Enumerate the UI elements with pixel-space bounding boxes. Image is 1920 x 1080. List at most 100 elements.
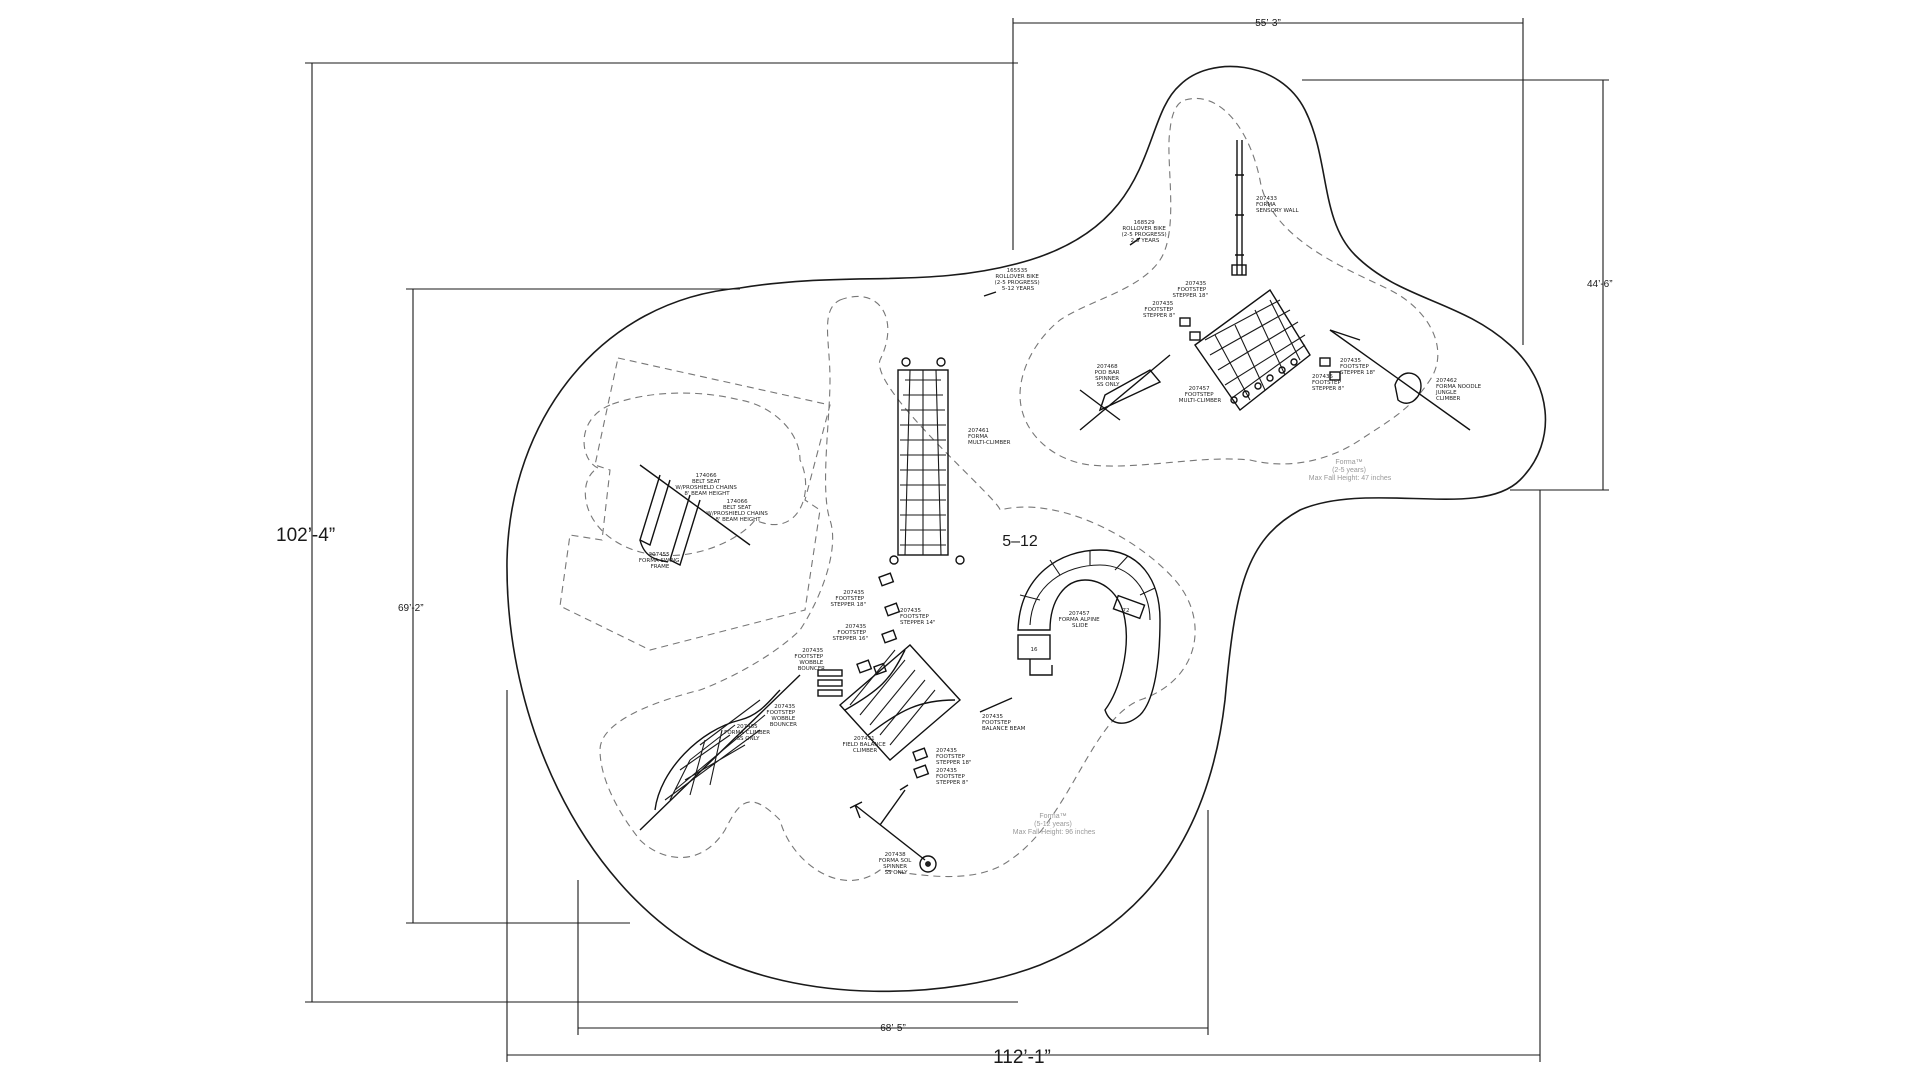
stepper-b-label-1: 207435 (900, 608, 921, 614)
multi-climber-2-5-label-1: 207457 (1189, 386, 1210, 392)
multi-climber-2-5-label-3: MULTI-CLIMBER (1179, 398, 1222, 404)
svg-text:207465 FORMA CLIMBER: 207465 FORMA CLIMBER SS ONLY (724, 724, 772, 742)
belt-swing-set (639, 464, 751, 566)
dim-right-depth: 44’-6” (1587, 279, 1613, 290)
stepper-c-label-1: 207435 (845, 624, 866, 630)
svg-text:207435 FOOTSTEP ST: 207435 FOOTSTEP STEPPER 18" (1340, 358, 1376, 376)
rollover-rail (983, 237, 1141, 297)
wobble-bouncer-2-label-1: 207435 (774, 704, 795, 710)
belt-swing-label-2: BELT SEAT (692, 479, 721, 485)
field-balance-climber (838, 644, 962, 761)
stepper-b-label-3: STEPPER 14" (900, 620, 936, 626)
wobble-bouncer-label-2: FOOTSTEP (794, 654, 824, 660)
step-2-5-d-label-1: 207435 (1312, 374, 1333, 380)
sensory-wall-label-2: FORMA (1256, 202, 1276, 208)
svg-text:207435 FOOTSTEP WO: 207435 FOOTSTEP WOBBLE BOUNCER (794, 648, 825, 672)
wobble-bouncer-2-label-2: FOOTSTEP (766, 710, 796, 716)
spinner-label-2: FORMA SOL (879, 858, 912, 864)
svg-text:207435 FOOTSTEP WO: 207435 FOOTSTEP WOBBLE BOUNCER (766, 704, 797, 728)
svg-text:207435 FOOTSTEP ST: 207435 FOOTSTEP STEPPER 18" (830, 590, 866, 608)
stepper-a-label-2: FOOTSTEP (835, 596, 865, 602)
svg-text:207435 FOOTSTEP ST: 207435 FOOTSTEP STEPPER 16" (832, 624, 868, 642)
pod-bar-label-4: SS ONLY (1097, 382, 1121, 388)
svg-text:207438 FORMA SOL S: 207438 FORMA SOL SPINNER SS ONLY (879, 852, 913, 876)
dim-overall-depth: 102’-4” (276, 525, 335, 546)
svg-text:207461 FORMA MULTI: 207461 FORMA MULTI-CLIMBER (968, 428, 1011, 446)
balance-beam (979, 697, 1013, 713)
rollover-rail-2-label-2: ROLLOVER BIKE (1122, 226, 1166, 232)
zone-2-5-line3: Max Fall Height: 47 inches (1309, 475, 1392, 482)
field-balance-label-2: FIELD BALANCE (843, 742, 887, 748)
rollover-rail-label-3: (2-5 PROGRESS) (995, 280, 1040, 286)
rollover-rail-2-label-1: 168529 (1134, 220, 1155, 226)
svg-text:207435 FOOTSTEP ST: 207435 FOOTSTEP STEPPER 8" (1143, 301, 1175, 319)
swing-frame-label-3: FRAME (651, 564, 670, 570)
slide-label-3: SLIDE (1072, 623, 1088, 629)
svg-text:174066 BELT SEAT W: 174066 BELT SEAT W/PROSHIELD CHAINS 8' B… (675, 473, 738, 497)
sensory-wall-label-1: 207433 (1256, 196, 1277, 202)
balance-beam-label-2: FOOTSTEP (982, 720, 1012, 726)
stepper-a-label-1: 207435 (843, 590, 864, 596)
step-2-5-b-label-1: 207435 (1152, 301, 1173, 307)
svg-text:207455 FORMA SWING: 207455 FORMA SWING FRAME (639, 552, 681, 570)
jungle-climber-label-4: CLIMBER (1436, 396, 1461, 402)
jungle-climber-label-2: FORMA NOODLE (1436, 384, 1482, 390)
pod-bar-label-3: SPINNER (1095, 376, 1119, 382)
step-2-5-c-label-1: 207435 (1340, 358, 1361, 364)
pod-bar-label-1: 207468 (1097, 364, 1118, 370)
belt-swing-2-label-1: 174066 (727, 499, 748, 505)
stepper-d-label-1: 207435 (936, 748, 957, 754)
zone-5-12-caption: Forma™ (5-12 years) Max Fall Height: 96 … (1013, 813, 1096, 836)
jungle-climber-label-1: 207462 (1436, 378, 1457, 384)
belt-swing-2-label-3: W/PROSHIELD CHAINS (706, 511, 768, 517)
balance-beam-label-1: 207435 (982, 714, 1003, 720)
surface-outline (506, 65, 1547, 993)
field-balance-label-3: CLIMBER (853, 748, 878, 754)
slide-number-bottom: 16 (1031, 647, 1038, 653)
spinner-label-1: 207438 (885, 852, 906, 858)
forma-climber-label-1: 207465 (737, 724, 758, 730)
rollover-rail-label-2: ROLLOVER BIKE (995, 274, 1039, 280)
belt-swing-2-label-4: 8' BEAM HEIGHT (715, 517, 761, 523)
zone-5-12-line3: Max Fall Height: 96 inches (1013, 829, 1096, 836)
balance-beam-label-3: BALANCE BEAM (982, 726, 1026, 732)
svg-text:207435 FOOTSTEP ST: 207435 FOOTSTEP STEPPER 8" (936, 768, 968, 786)
sensory-wall-label-3: SENSORY WALL (1256, 208, 1299, 214)
forma-climber (639, 674, 801, 831)
svg-text:207457 FORMA ALPINE: 207457 FORMA ALPINE SLIDE (1059, 611, 1102, 629)
equipment-labels: 174066 BELT SEAT W/PROSHIELD CHAINS 8' B… (639, 196, 1482, 876)
svg-text:207435 FOOTSTEP BA: 207435 FOOTSTEP BALANCE BEAM (982, 714, 1026, 732)
stepper-d-label-3: STEPPER 18" (936, 760, 972, 766)
stepper-c-label-3: STEPPER 16" (832, 636, 868, 642)
forma-climber-label-3: SS ONLY (737, 736, 761, 742)
dim-overall-width: 112’-1” (993, 1047, 1051, 1068)
svg-text:174066 BELT SEAT W: 174066 BELT SEAT W/PROSHIELD CHAINS 8' B… (706, 499, 769, 523)
step-2-5-b-label-3: STEPPER 8" (1143, 313, 1175, 319)
forma-climber-label-2: FORMA CLIMBER (724, 730, 770, 736)
slide-label-2: FORMA ALPINE (1059, 617, 1100, 623)
sensory-wall (1231, 140, 1247, 276)
wobble-bouncers (817, 669, 843, 697)
rollover-rail-label-1: 165535 (1007, 268, 1028, 274)
spinner-label-3: SPINNER (883, 864, 907, 870)
pod-bar-spinner (1079, 354, 1171, 431)
belt-swing-label-3: W/PROSHIELD CHAINS (675, 485, 737, 491)
svg-text:207431 FIELD BALANCE: 207431 FIELD BALANCE CLIMBER (843, 736, 888, 754)
swing-frame-label-2: FORMA SWING (639, 558, 680, 564)
belt-swing-2-label-2: BELT SEAT (723, 505, 752, 511)
multi-climber-2-5-label-2: FOOTSTEP (1185, 392, 1215, 398)
dimension-lines (305, 18, 1609, 1062)
wobble-bouncer-label-1: 207435 (802, 648, 823, 654)
stepper-group-5-12 (856, 572, 930, 779)
wobble-bouncer-label-3: WOBBLE (799, 660, 823, 666)
step-2-5-a-label-3: STEPPER 18" (1172, 293, 1208, 299)
dim-bottom-width: 68’-5” (880, 1023, 906, 1034)
jungle-climber-label-3: JUNGLE (1435, 390, 1457, 396)
step-2-5-b-label-2: FOOTSTEP (1144, 307, 1174, 313)
swing-frame-label-1: 207455 (649, 552, 670, 558)
belt-swing-label-4: 8' BEAM HEIGHT (684, 491, 730, 497)
zone-2-5-outline (1019, 97, 1439, 467)
zone-2-5-caption: Forma™ (2-5 years) Max Fall Height: 47 i… (1309, 459, 1392, 482)
